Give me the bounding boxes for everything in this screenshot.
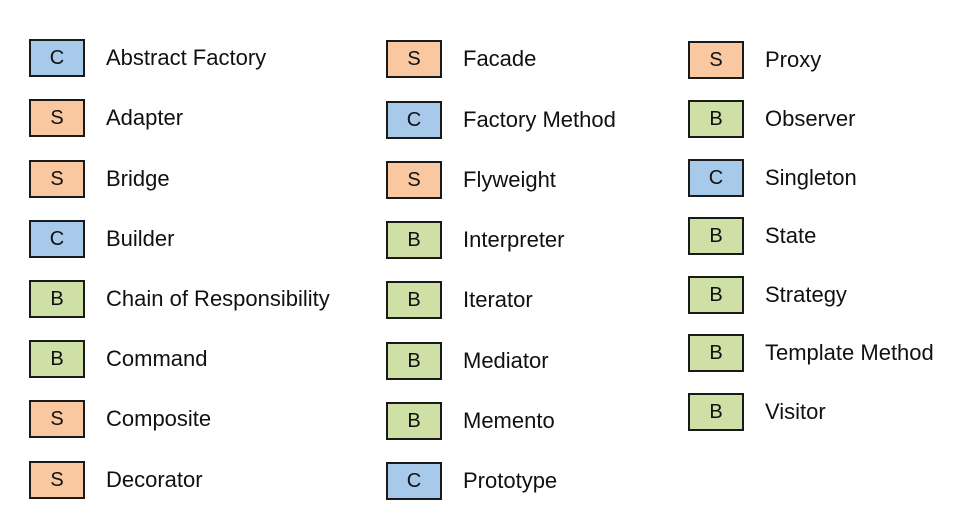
category-badge: C	[688, 159, 744, 197]
pattern-name: Chain of Responsibility	[106, 286, 330, 311]
pattern-name: Command	[106, 346, 208, 371]
category-badge: B	[688, 217, 744, 255]
category-badge: S	[29, 400, 85, 438]
pattern-name: Builder	[106, 226, 175, 251]
pattern-name: Mediator	[463, 348, 549, 373]
pattern-name: Iterator	[463, 287, 533, 312]
category-badge: B	[29, 340, 85, 378]
pattern-name: Bridge	[106, 166, 170, 191]
category-badge: B	[386, 402, 442, 440]
category-badge: B	[688, 334, 744, 372]
category-badge: B	[688, 393, 744, 431]
category-badge: S	[386, 161, 442, 199]
pattern-name: Strategy	[765, 282, 847, 307]
category-badge: S	[386, 40, 442, 78]
pattern-name: Singleton	[765, 165, 857, 190]
pattern-name: Interpreter	[463, 227, 565, 252]
category-badge: C	[386, 101, 442, 139]
pattern-name: Flyweight	[463, 167, 556, 192]
category-badge: C	[29, 220, 85, 258]
category-badge: S	[688, 41, 744, 79]
pattern-name: Prototype	[463, 468, 558, 493]
category-badge: C	[386, 462, 442, 500]
pattern-name: Proxy	[765, 47, 822, 72]
pattern-name: Composite	[106, 406, 212, 431]
pattern-name: State	[765, 223, 817, 248]
category-badge: B	[386, 342, 442, 380]
category-badge: B	[386, 221, 442, 259]
pattern-name: Template Method	[765, 340, 934, 365]
category-badge: B	[688, 100, 744, 138]
pattern-name: Abstract Factory	[106, 45, 267, 70]
pattern-name: Memento	[463, 408, 555, 433]
pattern-name: Adapter	[106, 105, 184, 130]
category-badge: B	[386, 281, 442, 319]
pattern-name: Facade	[463, 46, 537, 71]
category-badge: B	[688, 276, 744, 314]
pattern-name: Observer	[765, 106, 856, 131]
category-badge: B	[29, 280, 85, 318]
category-badge: S	[29, 99, 85, 137]
category-badge: C	[29, 39, 85, 77]
pattern-name: Factory Method	[463, 107, 616, 132]
category-badge: S	[29, 461, 85, 499]
pattern-name: Visitor	[765, 399, 826, 424]
category-badge: S	[29, 160, 85, 198]
pattern-name: Decorator	[106, 467, 203, 492]
